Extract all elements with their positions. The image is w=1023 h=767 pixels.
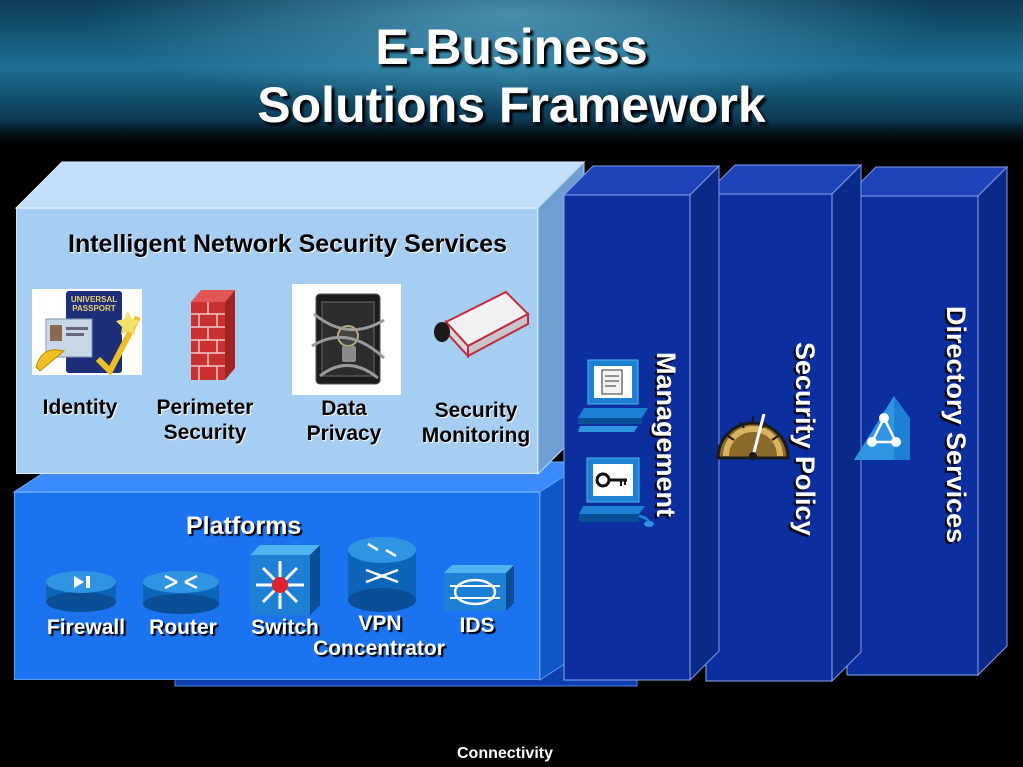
column-label-directory-services: Directory Services (941, 306, 971, 544)
service-label-security-monitoring: Security Monitoring (412, 398, 540, 448)
data-privacy-label-line2: Privacy (306, 422, 382, 445)
service-label-identity: Identity (30, 395, 130, 420)
header-banner (0, 0, 1023, 150)
camera-icon (434, 290, 530, 359)
passport-text-2: PASSPORT (72, 304, 116, 313)
column-label-management: Management (651, 352, 681, 518)
firewall-icon (46, 571, 116, 612)
identity-label: Identity (42, 396, 118, 419)
management-column (563, 194, 691, 681)
directory-services-column (846, 195, 979, 676)
perimeter-label-line2: Security (163, 421, 247, 444)
directory-icon (854, 396, 910, 460)
connectivity-label: Connectivity (456, 745, 553, 762)
data-privacy-label-line1: Data (321, 397, 367, 420)
platform-label-ids: IDS (459, 614, 495, 637)
platform-label-switch: Switch (251, 616, 319, 639)
slide-title: E-Business Solutions Framework (0, 18, 1023, 134)
perimeter-label-line1: Perimeter (156, 396, 254, 419)
firewall-brick-icon (191, 290, 235, 380)
platform-label-firewall: Firewall (46, 616, 126, 639)
title-line-2: Solutions Framework (257, 77, 766, 133)
passport-text-1: UNIVERSAL (71, 295, 117, 304)
ids-icon (444, 565, 514, 611)
gauge-icon (716, 413, 790, 460)
security-services-heading: Intelligent Network Security Services (68, 230, 508, 258)
platform-label-router: Router (149, 616, 217, 639)
monitoring-label-line2: Monitoring (421, 424, 531, 447)
key-terminal-icon (579, 457, 654, 527)
title-line-1: E-Business (375, 19, 648, 75)
router-icon (143, 571, 219, 614)
column-label-security-policy: Security Policy (790, 342, 820, 536)
vpn-concentrator-icon (348, 537, 416, 612)
platform-label-concentrator: Concentrator (313, 637, 445, 660)
platform-label-vpn: VPN (358, 612, 402, 635)
passport-icon: UNIVERSAL PASSPORT (32, 289, 142, 377)
platforms-heading: Platforms (186, 512, 302, 540)
monitoring-label-line1: Security (434, 399, 518, 422)
safe-icon (292, 284, 401, 395)
workstation-icon (578, 359, 648, 432)
service-label-data-privacy: Data Privacy (284, 396, 404, 446)
service-label-perimeter-security: Perimeter Security (140, 395, 270, 445)
switch-icon (250, 545, 320, 615)
